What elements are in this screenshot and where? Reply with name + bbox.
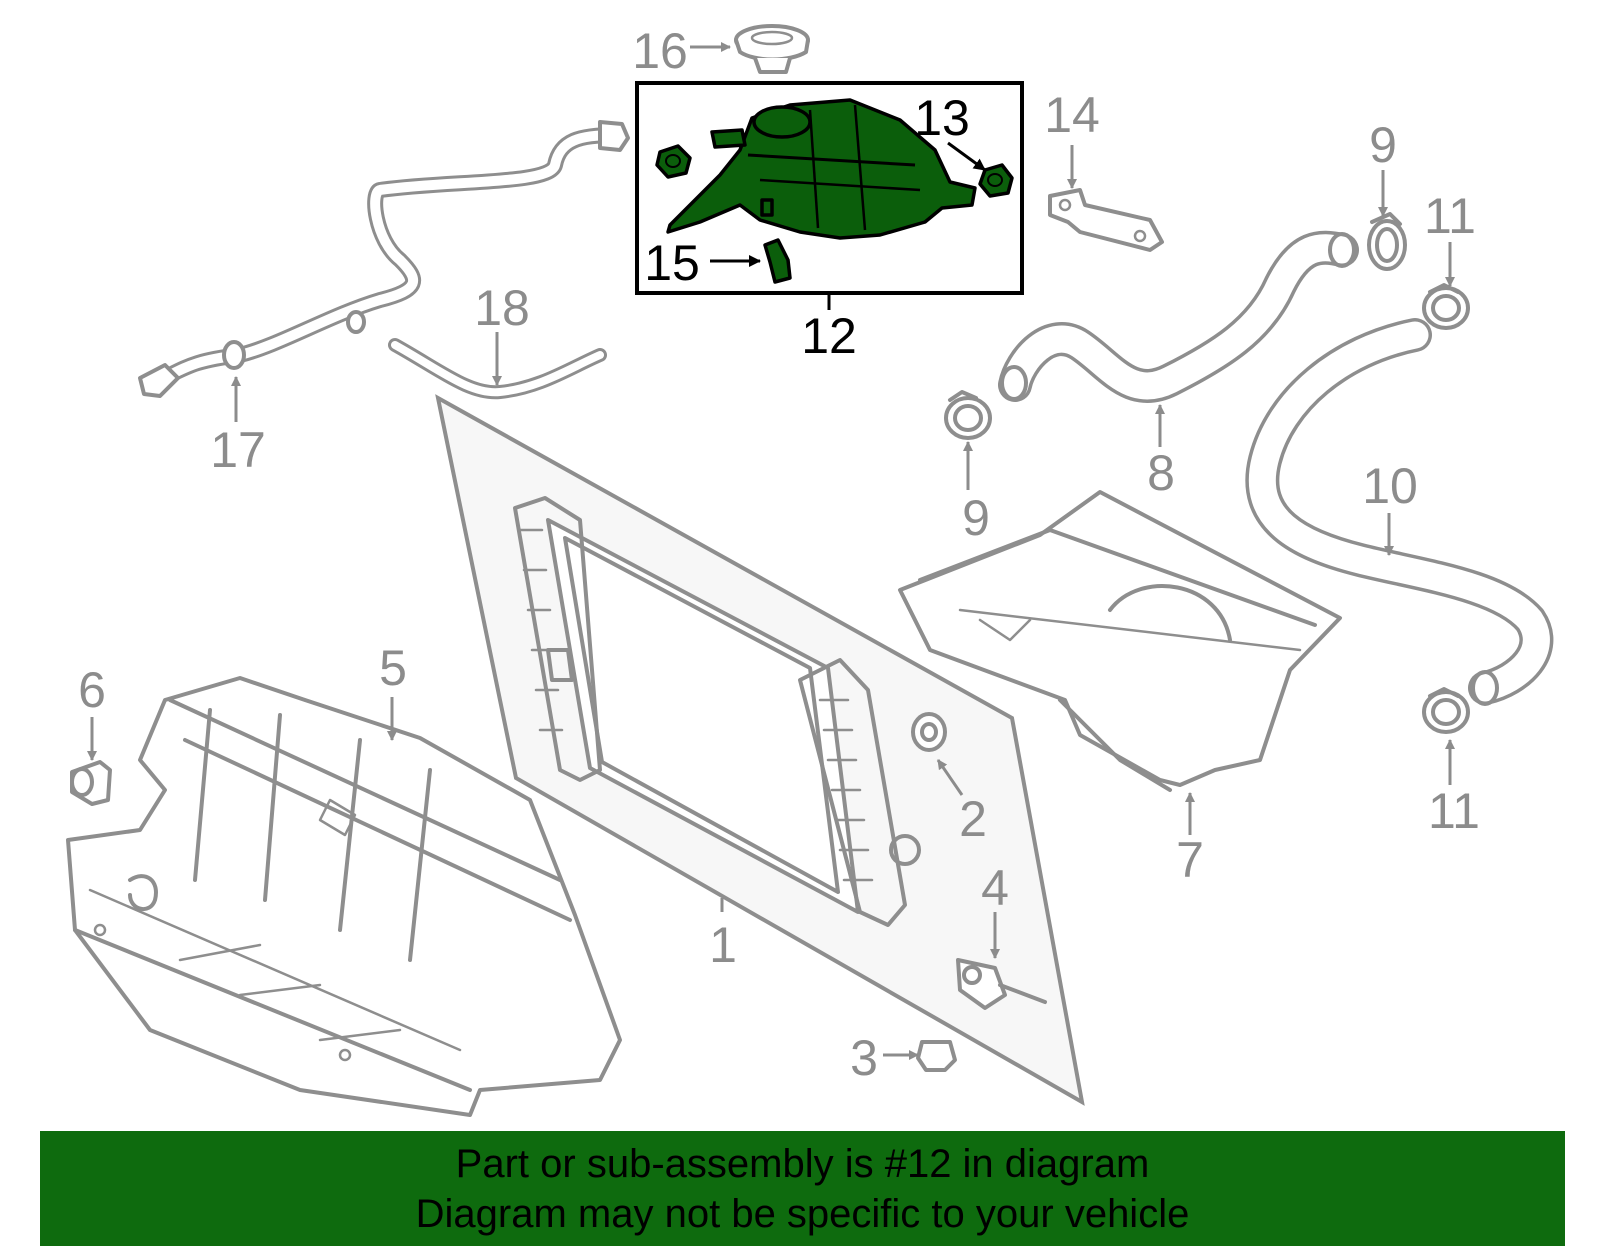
air-baffle-part-7[interactable] [898, 490, 1342, 792]
callout-12: 12 [801, 308, 857, 364]
bracket-part-14[interactable] [1048, 188, 1164, 252]
reservoir-cap-part-16[interactable] [734, 24, 810, 74]
leader-2 [936, 759, 964, 796]
callout-10: 10 [1362, 458, 1418, 514]
callout-3: 3 [850, 1030, 878, 1086]
grommet-part-2[interactable] [911, 712, 947, 752]
callout-11b: 11 [1428, 783, 1480, 839]
leader-13 [947, 141, 986, 172]
drain-valve-part-4[interactable] [956, 958, 1047, 1010]
radiator-assembly[interactable] [435, 394, 1085, 1106]
air-deflector-part-5[interactable] [66, 676, 622, 1117]
hose-clamp-part-11-lower[interactable] [1422, 687, 1470, 734]
nut-left-of-reservoir[interactable] [655, 144, 692, 179]
callout-18: 18 [474, 280, 530, 336]
callout-15: 15 [644, 235, 700, 291]
callout-4: 4 [981, 860, 1009, 916]
callout-7: 7 [1176, 832, 1204, 888]
coolant-reservoir-part-12[interactable] [666, 98, 977, 240]
info-banner: Part or sub-assembly is #12 in diagram D… [40, 1131, 1565, 1246]
callout-16: 16 [632, 23, 688, 79]
bushing-part-3[interactable] [916, 1040, 957, 1072]
lower-hose-part-10[interactable] [1245, 318, 1554, 706]
vent-hose-part-17[interactable] [138, 120, 630, 398]
callout-9a: 9 [1369, 117, 1397, 173]
banner-line-2: Diagram may not be specific to your vehi… [415, 1191, 1190, 1236]
sensor-part-15[interactable] [763, 238, 792, 284]
callout-5: 5 [379, 640, 407, 696]
hose-clamp-part-11-upper[interactable] [1422, 283, 1470, 330]
hose-clamp-part-9-lower[interactable] [944, 390, 992, 440]
callout-13: 13 [914, 90, 970, 146]
callout-9b: 9 [962, 490, 990, 546]
hose-clamp-part-9-upper[interactable] [1367, 212, 1407, 271]
callout-8: 8 [1147, 445, 1175, 501]
callout-11a: 11 [1424, 188, 1476, 244]
callout-14: 14 [1044, 87, 1100, 143]
callout-6: 6 [78, 662, 106, 718]
banner-line-1: Part or sub-assembly is #12 in diagram [455, 1141, 1150, 1186]
callout-2: 2 [959, 791, 987, 847]
nut-part-13[interactable] [978, 163, 1014, 198]
upper-hose-part-8[interactable] [998, 230, 1359, 403]
clip-part-6[interactable] [70, 760, 112, 806]
callout-17: 17 [210, 422, 266, 478]
hose-part-18[interactable] [388, 338, 607, 400]
callout-1: 1 [709, 917, 737, 973]
